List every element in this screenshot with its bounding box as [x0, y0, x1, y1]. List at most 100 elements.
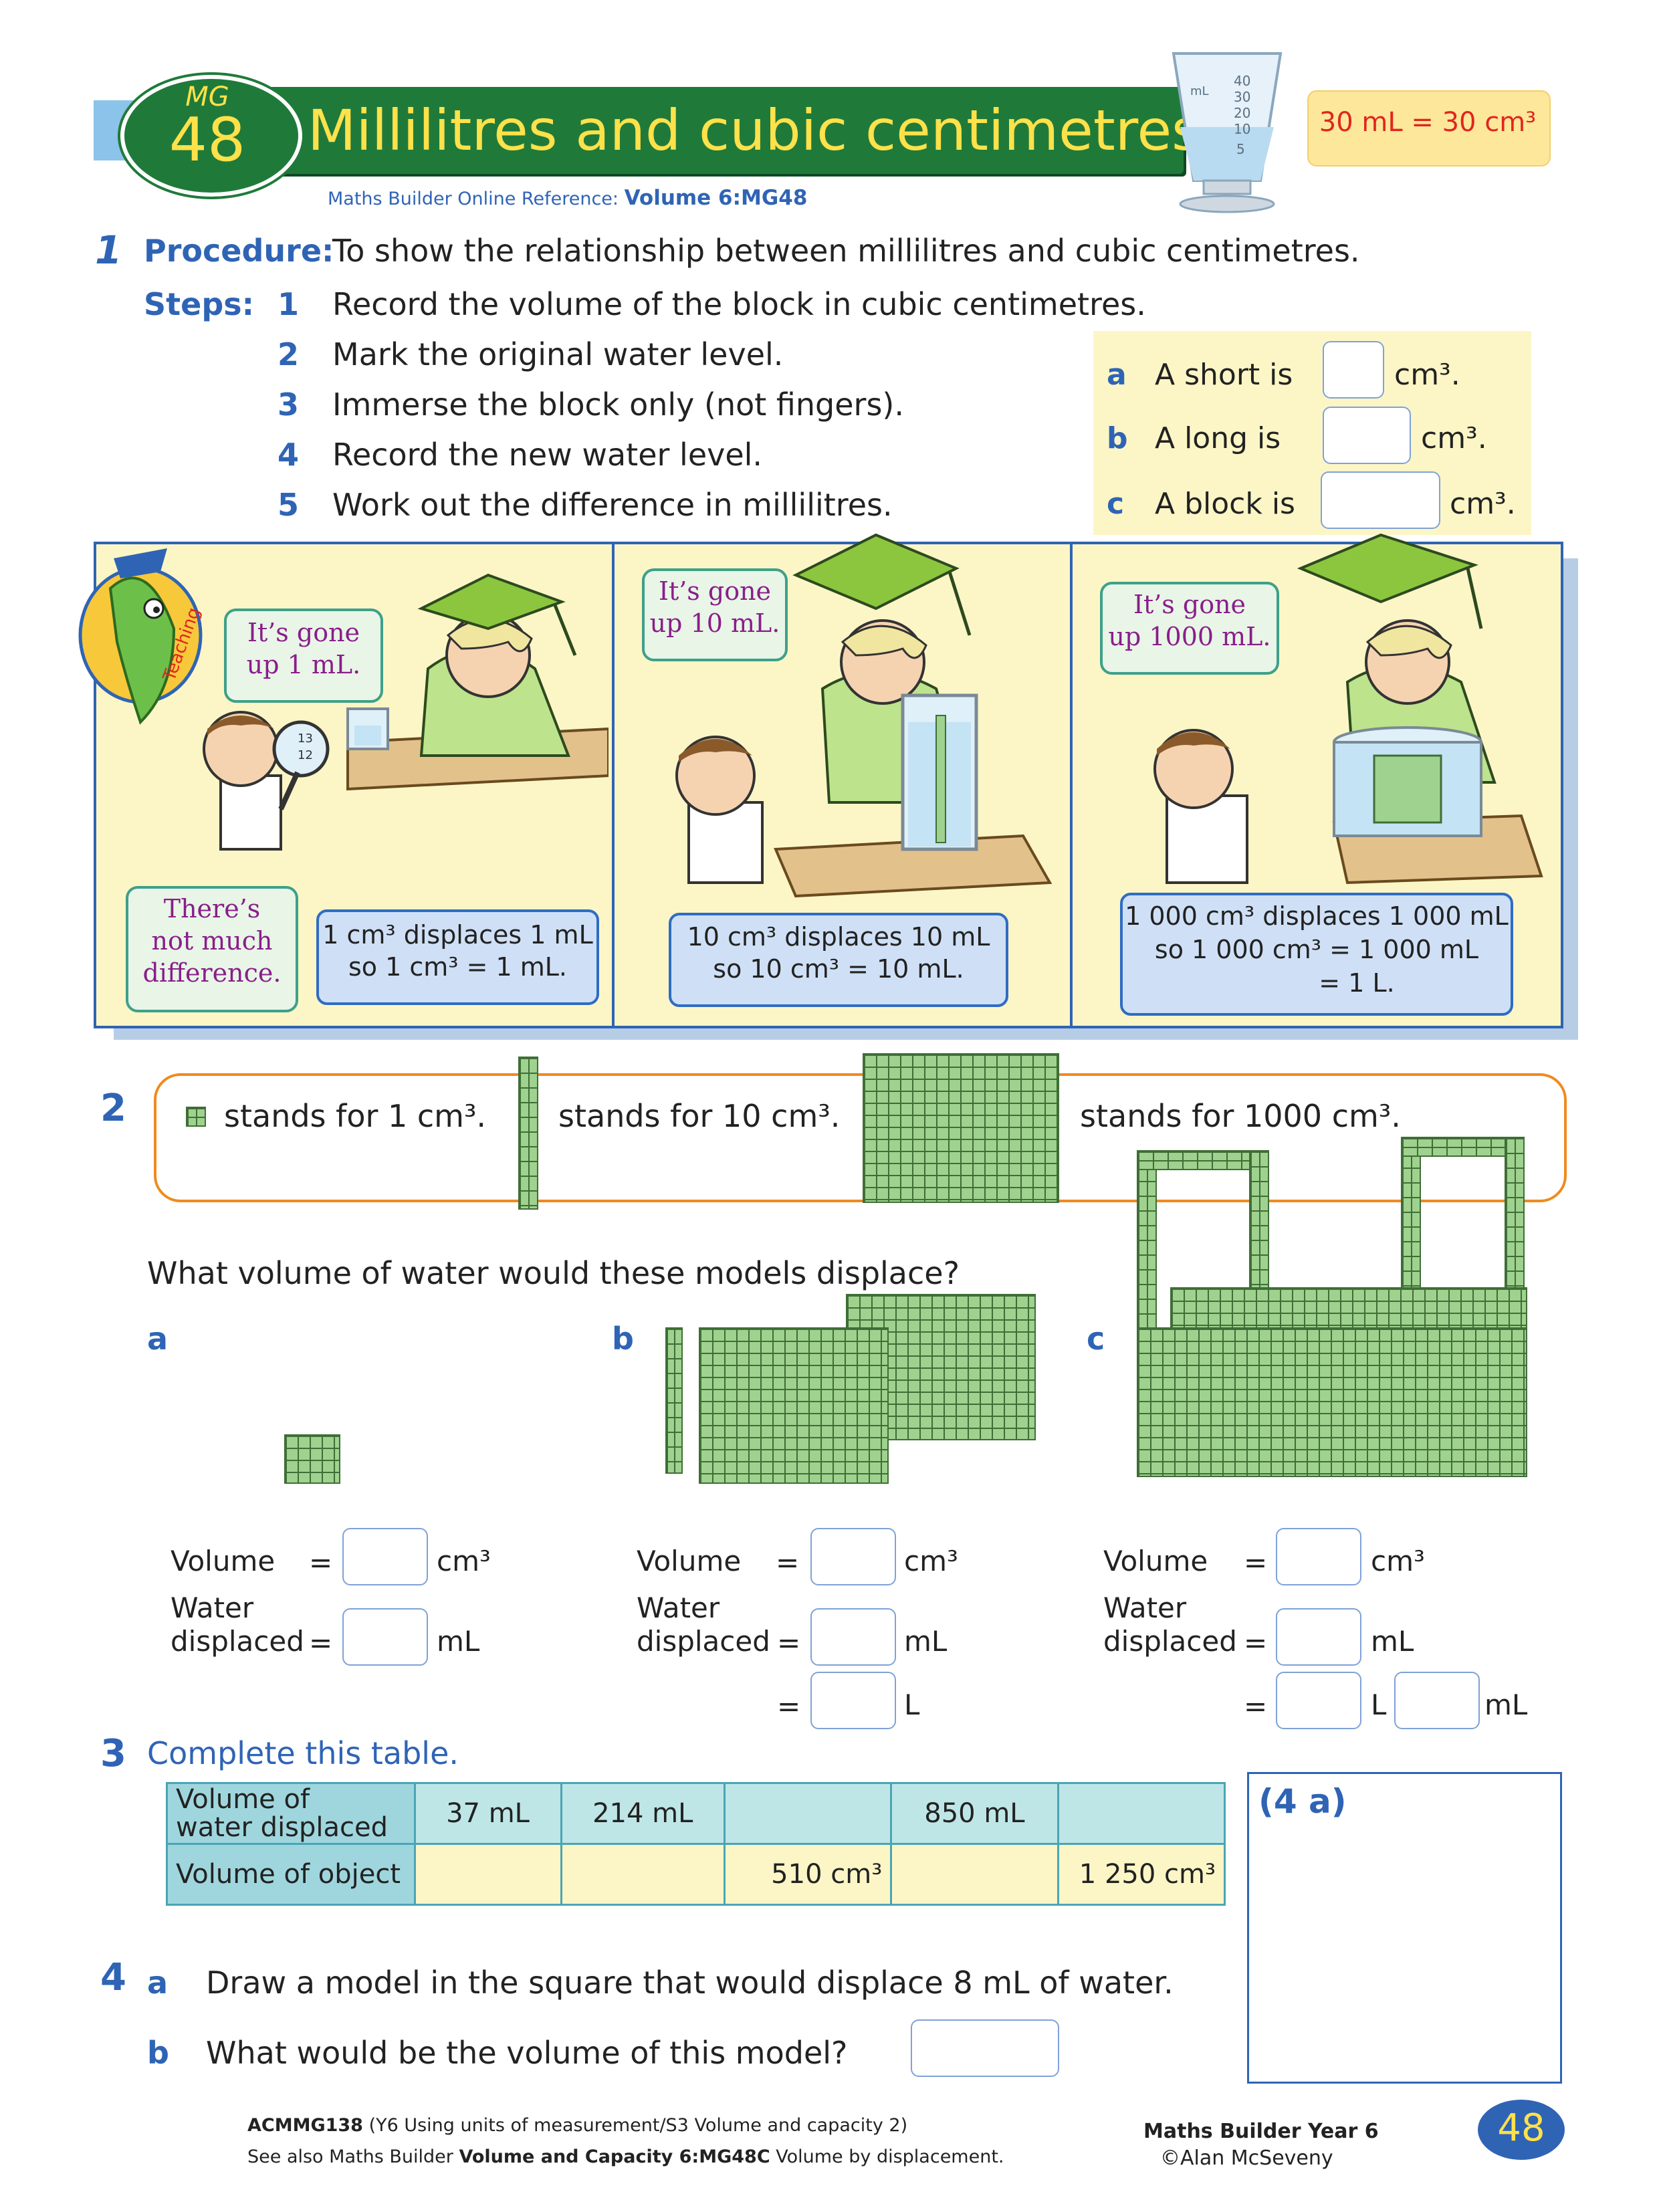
- a-volume-answer[interactable]: [342, 1528, 428, 1585]
- page-title: Millilitres and cubic centimetres: [308, 98, 1201, 163]
- long-volume-answer[interactable]: [1323, 407, 1411, 464]
- badge-code: MG: [185, 82, 229, 112]
- procedure-text: To show the relationship between millili…: [332, 233, 1360, 269]
- long-rod-icon: [518, 1057, 538, 1210]
- table-cell-answer[interactable]: [723, 1782, 893, 1845]
- panel-2-caption: 10 cm³ displaces 10 mL so 10 cm³ = 10 mL…: [669, 913, 1008, 1007]
- step-text: Record the new water level.: [332, 437, 763, 473]
- q4-number: 4: [100, 1956, 126, 1999]
- equals-sign: =: [309, 1546, 333, 1579]
- beaker-mark-10: 10: [1234, 121, 1250, 137]
- magnifier-mark: 12: [298, 748, 313, 762]
- equals-sign: =: [776, 1546, 800, 1579]
- displaced-label: displaced: [637, 1625, 770, 1658]
- speech-line: It’s gone: [658, 576, 772, 606]
- drawing-square[interactable]: [1247, 1772, 1562, 2084]
- teaching-mascot: Teaching: [78, 548, 205, 725]
- equals-sign: =: [777, 1626, 801, 1659]
- table-cell-answer[interactable]: [560, 1843, 726, 1906]
- unit-label: L: [1371, 1688, 1387, 1721]
- b-volume-answer[interactable]: [810, 1528, 896, 1585]
- c-litres-answer[interactable]: [1276, 1672, 1361, 1729]
- page-number-badge: [1478, 2100, 1565, 2160]
- header-line: Volume of: [176, 1784, 310, 1815]
- thought-line: not much: [151, 926, 273, 956]
- table-cell-answer[interactable]: [413, 1843, 562, 1906]
- equivalence-text: 30 mL = 30 cm³: [1319, 107, 1537, 138]
- model-b-block: [699, 1327, 889, 1484]
- unit-cube-icon: [186, 1107, 206, 1127]
- displaced-label: displaced: [171, 1625, 304, 1658]
- panel-2-illustration: [675, 533, 1053, 898]
- c-millilitres-answer[interactable]: [1394, 1672, 1480, 1729]
- table-row: Volume of object 510 cm³ 1 250 cm³: [166, 1843, 1226, 1906]
- caption-line: = 1 L.: [1319, 968, 1395, 998]
- header-title-bar: [194, 87, 1184, 174]
- equals-sign: =: [1244, 1690, 1268, 1723]
- row-header: Volume of water displaced: [166, 1782, 416, 1845]
- beaker-mark-20: 20: [1234, 105, 1250, 121]
- model-volume-answer[interactable]: [911, 2019, 1059, 2077]
- speech-line: up 10 mL.: [649, 609, 780, 638]
- table-cell-answer[interactable]: [890, 1843, 1059, 1906]
- reference-value: Volume 6:MG48: [624, 186, 808, 210]
- legend-long: stands for 10 cm³.: [558, 1098, 841, 1134]
- panel-3-caption: 1 000 cm³ displaces 1 000 mL so 1 000 cm…: [1120, 893, 1513, 1016]
- side-letter: b: [1107, 421, 1128, 455]
- speech-bubble-1: It’s gone up 1 mL.: [224, 609, 383, 703]
- unit-label: cm³: [904, 1545, 958, 1577]
- side-letter: c: [1107, 487, 1125, 521]
- step-text: Record the volume of the block in cubic …: [332, 286, 1146, 322]
- c-volume-answer[interactable]: [1276, 1528, 1361, 1585]
- q3-number: 3: [100, 1732, 126, 1775]
- speech-line: up 1 mL.: [246, 650, 361, 679]
- short-volume-answer[interactable]: [1323, 341, 1384, 399]
- q1-side-box: [1093, 331, 1531, 535]
- table-cell-answer[interactable]: [1057, 1782, 1226, 1845]
- volume-label: Volume: [171, 1545, 275, 1577]
- book-title: Maths Builder Year 6: [1143, 2120, 1379, 2143]
- see-also-text: See also Maths Builder: [247, 2146, 453, 2167]
- unit-label: cm³: [437, 1545, 491, 1577]
- unit-label: mL: [1484, 1688, 1528, 1721]
- speech-line: It’s gone: [247, 618, 360, 647]
- block-volume-answer[interactable]: [1321, 471, 1440, 529]
- b-litres-answer[interactable]: [810, 1672, 896, 1729]
- see-also-link: Volume and Capacity 6:MG48C: [459, 2146, 770, 2167]
- unit-label: mL: [904, 1625, 948, 1658]
- reference-line: Maths Builder Online Reference: Volume 6…: [328, 186, 807, 210]
- part-letter: a: [147, 1321, 169, 1357]
- table-row: Volume of water displaced 37 mL 214 mL 8…: [166, 1782, 1226, 1845]
- panel-divider: [1070, 542, 1073, 1028]
- caption-line: 1 000 cm³ displaces 1 000 mL: [1125, 901, 1509, 931]
- caption-line: 10 cm³ displaces 10 mL: [687, 922, 990, 952]
- beaker-mark-30: 30: [1234, 89, 1250, 105]
- step-number: 3: [278, 386, 300, 423]
- caption-line: 1 cm³ displaces 1 mL: [322, 920, 593, 950]
- part-letter: c: [1087, 1321, 1105, 1357]
- magnifier-mark: 13: [298, 732, 313, 746]
- unit-label: cm³: [1371, 1545, 1425, 1577]
- legend-box: [154, 1073, 1567, 1202]
- equals-sign: =: [1244, 1546, 1268, 1579]
- equals-sign: =: [1244, 1626, 1268, 1659]
- a-water-answer[interactable]: [342, 1608, 428, 1666]
- q1-number: 1: [95, 227, 122, 273]
- water-label: Water: [171, 1591, 254, 1624]
- b-water-answer[interactable]: [810, 1608, 896, 1666]
- header-line: water displaced: [176, 1812, 389, 1843]
- step-number: 4: [278, 437, 300, 473]
- side-text: A long is: [1155, 421, 1281, 455]
- row-header: Volume of object: [166, 1843, 416, 1906]
- displaced-label: displaced: [1103, 1625, 1237, 1658]
- volume-label: Volume: [1103, 1545, 1208, 1577]
- legend-block: stands for 1000 cm³.: [1080, 1098, 1401, 1134]
- footer-see-also: See also Maths Builder Volume and Capaci…: [247, 2146, 1004, 2167]
- beaker-mark-5: 5: [1236, 141, 1245, 157]
- q4a-letter: a: [147, 1965, 169, 2001]
- part-letter: b: [612, 1321, 634, 1357]
- unit-label: mL: [437, 1625, 480, 1658]
- caption-line: so 1 000 cm³ = 1 000 mL: [1154, 935, 1479, 964]
- water-label: Water: [1103, 1591, 1187, 1624]
- c-water-answer[interactable]: [1276, 1608, 1361, 1666]
